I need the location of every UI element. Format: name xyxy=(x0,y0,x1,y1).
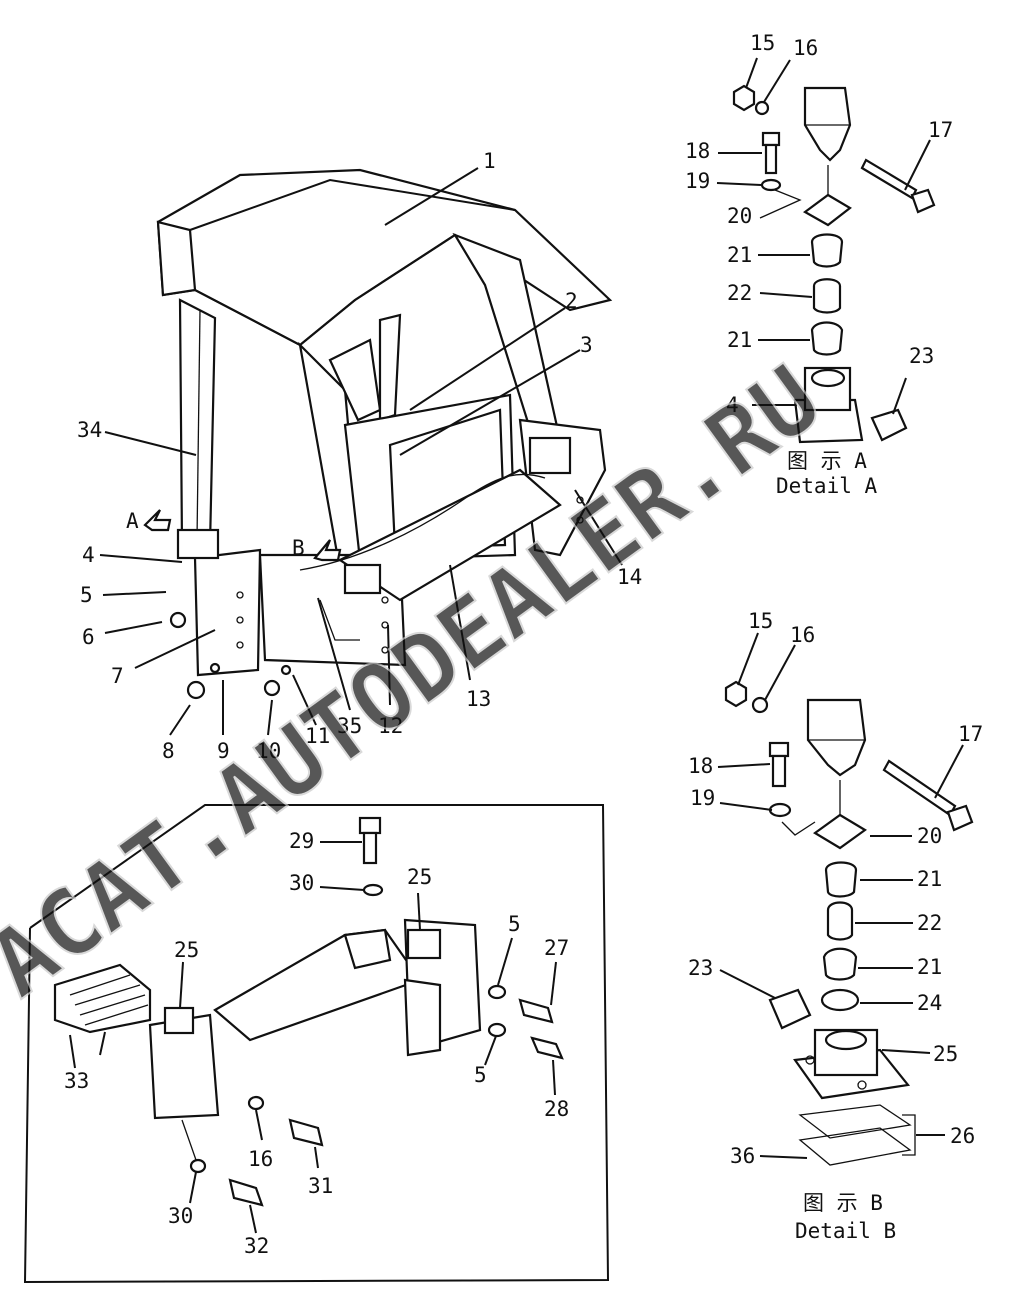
inset-callout-25-right: 25 xyxy=(407,865,432,889)
detail-a-callout-21-top: 21 xyxy=(727,243,752,267)
detail-b-callout-36: 36 xyxy=(730,1144,755,1168)
inset-callout-29: 29 xyxy=(289,829,314,853)
detail-b-callout-22: 22 xyxy=(917,911,942,935)
inset-callout-28: 28 xyxy=(544,1097,569,1121)
detail-b-callout-21-top: 21 xyxy=(917,867,942,891)
detail-b: 15 16 17 18 19 20 21 22 21 23 24 25 26 3… xyxy=(688,609,983,1243)
inset-callout-25-left: 25 xyxy=(174,938,199,962)
inset-callout-31: 31 xyxy=(308,1174,333,1198)
callout-10: 10 xyxy=(256,739,281,763)
main-callouts: 1 2 3 34 4 5 6 7 8 9 10 11 35 12 13 14 xyxy=(77,149,642,763)
callout-14: 14 xyxy=(617,565,642,589)
inset-callout-5-bottom: 5 xyxy=(474,1063,487,1087)
detail-a-callout-17: 17 xyxy=(928,118,953,142)
detail-a-callout-4: 4 xyxy=(726,393,739,417)
detail-a-caption-cn: 图 示 A xyxy=(787,449,867,473)
detail-a-callout-18: 18 xyxy=(685,139,710,163)
callout-34: 34 xyxy=(77,418,102,442)
detail-a-callout-16: 16 xyxy=(793,36,818,60)
detail-b-callout-16: 16 xyxy=(790,623,815,647)
detail-a-callout-20: 20 xyxy=(727,204,752,228)
main-leaders xyxy=(99,167,623,736)
callout-13: 13 xyxy=(466,687,491,711)
callout-6: 6 xyxy=(82,625,95,649)
detail-b-callout-15: 15 xyxy=(748,609,773,633)
detail-b-callout-17: 17 xyxy=(958,722,983,746)
inset-detail: 29 30 25 25 5 27 5 28 33 16 31 30 32 xyxy=(23,804,610,1284)
detail-a-callout-21-bottom: 21 xyxy=(727,328,752,352)
view-marker-a: A xyxy=(126,509,139,533)
detail-a-caption-en: Detail A xyxy=(776,474,878,498)
detail-b-callout-23: 23 xyxy=(688,956,713,980)
detail-a: 15 16 17 18 19 20 21 22 21 23 4 图 示 A De… xyxy=(685,31,953,498)
callout-7: 7 xyxy=(111,664,124,688)
inset-callout-16: 16 xyxy=(248,1147,273,1171)
callout-35: 35 xyxy=(337,714,362,738)
chain-links xyxy=(53,963,152,1034)
inset-callout-32: 32 xyxy=(244,1234,269,1258)
callout-12: 12 xyxy=(378,714,403,738)
detail-b-callout-26: 26 xyxy=(950,1124,975,1148)
callout-11: 11 xyxy=(305,724,330,748)
callout-9: 9 xyxy=(217,739,230,763)
callout-4: 4 xyxy=(82,543,95,567)
detail-b-callout-25: 25 xyxy=(933,1042,958,1066)
callout-8: 8 xyxy=(162,739,175,763)
inset-callout-30-bottom: 30 xyxy=(168,1204,193,1228)
inset-callout-27: 27 xyxy=(544,936,569,960)
detail-a-callout-22: 22 xyxy=(727,281,752,305)
detail-b-callout-20: 20 xyxy=(917,824,942,848)
detail-a-callout-15: 15 xyxy=(750,31,775,55)
view-arrow-a: A xyxy=(126,509,172,533)
inset-callout-33: 33 xyxy=(64,1069,89,1093)
detail-b-callout-19: 19 xyxy=(690,786,715,810)
detail-b-callout-18: 18 xyxy=(688,754,713,778)
detail-b-caption-en: Detail B xyxy=(795,1219,896,1243)
callout-5: 5 xyxy=(80,583,93,607)
callout-3: 3 xyxy=(580,333,593,357)
detail-b-caption-cn: 图 示 B xyxy=(803,1191,883,1215)
callout-1: 1 xyxy=(483,149,496,173)
detail-b-callout-21-bottom: 21 xyxy=(917,955,942,979)
detail-a-callout-19: 19 xyxy=(685,169,710,193)
detail-a-callout-23: 23 xyxy=(909,344,934,368)
detail-b-callout-24: 24 xyxy=(917,991,942,1015)
inset-callout-30-top: 30 xyxy=(289,871,314,895)
callout-2: 2 xyxy=(565,289,578,313)
inset-callout-5-top: 5 xyxy=(508,912,521,936)
view-arrow-b: B xyxy=(292,536,342,562)
view-marker-b: B xyxy=(292,536,305,560)
